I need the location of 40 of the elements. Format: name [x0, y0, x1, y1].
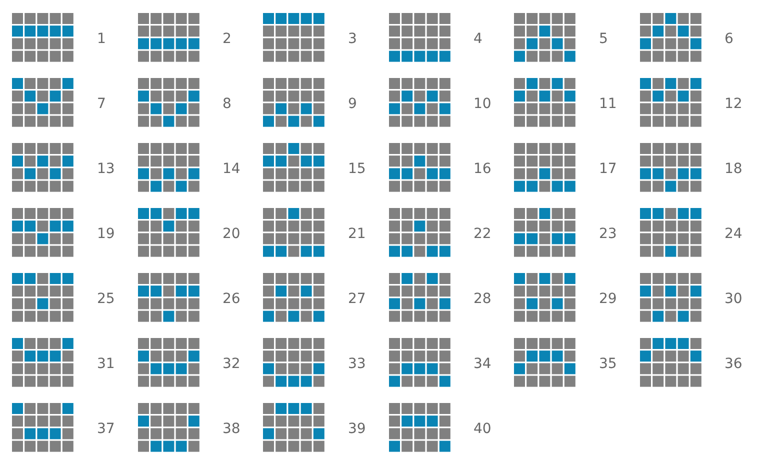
payline-number: 3: [348, 31, 357, 47]
payline-number: 32: [222, 356, 240, 372]
payline-number: 2: [222, 31, 232, 47]
payline-number: 26: [222, 291, 240, 307]
payline-number: 15: [348, 161, 366, 177]
payline-number: 17: [599, 161, 617, 177]
payline-number: 12: [724, 96, 742, 112]
payline-number: 40: [474, 421, 492, 437]
payline-number: 7: [97, 96, 106, 112]
payline-number: 16: [474, 161, 492, 177]
payline-number: 30: [724, 291, 742, 307]
payline-number: 31: [97, 356, 115, 372]
payline-number: 8: [222, 96, 232, 112]
payline-number: 24: [724, 226, 742, 242]
payline-number: 36: [724, 356, 742, 372]
payline-number: 22: [474, 226, 492, 242]
payline-number: 34: [474, 356, 492, 372]
payline-number: 19: [97, 226, 115, 242]
payline-number: 11: [599, 96, 617, 112]
payline-number: 28: [474, 291, 492, 307]
payline-number: 6: [724, 31, 734, 47]
payline-number: 1: [97, 31, 106, 47]
payline-number: 25: [97, 291, 115, 307]
payline-number: 37: [97, 421, 115, 437]
payline-number: 20: [222, 226, 240, 242]
payline-number: 27: [348, 291, 366, 307]
payline-number: 14: [222, 161, 240, 177]
payline-number: 9: [348, 96, 357, 112]
payline-number: 10: [474, 96, 492, 112]
payline-number: 5: [599, 31, 608, 47]
payline-number: 21: [348, 226, 366, 242]
payline-number: 38: [222, 421, 240, 437]
payline-number: 23: [599, 226, 617, 242]
payline-number: 18: [724, 161, 742, 177]
payline-number: 33: [348, 356, 366, 372]
payline-number: 35: [599, 356, 617, 372]
payline-number: 4: [474, 31, 482, 47]
payline-number: 29: [599, 291, 617, 307]
payline-number: 13: [97, 161, 115, 177]
payline-number: 39: [348, 421, 366, 437]
